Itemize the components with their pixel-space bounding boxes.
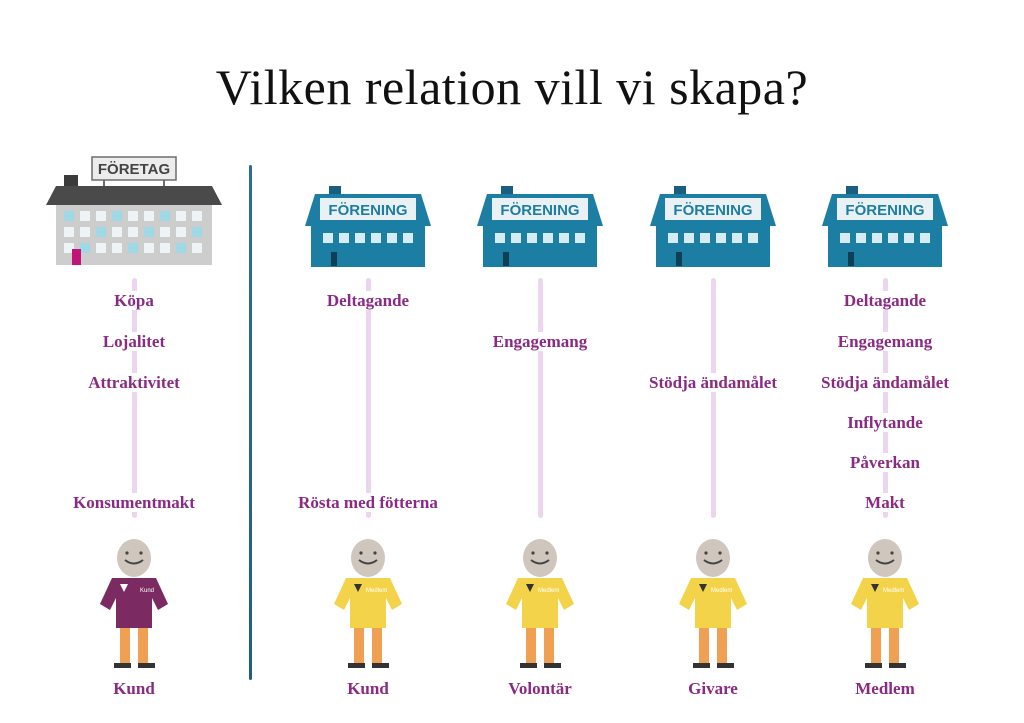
window: [495, 233, 505, 243]
window: [700, 233, 710, 243]
member-person-icon: Medlem: [851, 539, 919, 668]
member-person-icon: Medlem: [334, 539, 402, 668]
relation-label: Stödja ändamålet: [647, 373, 779, 392]
window: [112, 227, 122, 237]
window: [80, 243, 90, 253]
window: [192, 243, 202, 253]
window: [144, 243, 154, 253]
association-building-icon: FÖRENING: [477, 186, 603, 267]
window: [559, 233, 569, 243]
relation-label: Makt: [863, 493, 907, 512]
association-sign: FÖRENING: [673, 202, 752, 219]
company-sign: FÖRETAG: [98, 161, 170, 178]
relation-connector: [366, 278, 371, 518]
relation-connector: [538, 278, 543, 518]
window: [176, 243, 186, 253]
window: [732, 233, 742, 243]
relation-label: Engagemang: [490, 332, 590, 351]
relation-label: Engagemang: [835, 332, 935, 351]
window: [128, 243, 138, 253]
relation-label: Lojalitet: [100, 332, 168, 351]
window: [160, 243, 170, 253]
window: [575, 233, 585, 243]
window: [684, 233, 694, 243]
relation-label: Deltagande: [324, 291, 412, 310]
window: [192, 211, 202, 221]
window: [176, 211, 186, 221]
window: [96, 211, 106, 221]
relation-label: Påverkan: [848, 453, 922, 472]
association-sign: FÖRENING: [328, 202, 407, 219]
role-label: Kund: [113, 679, 155, 698]
relation-label: Rösta med fötterna: [296, 493, 440, 512]
member-person-icon: Medlem: [506, 539, 574, 668]
window: [160, 211, 170, 221]
window: [856, 233, 866, 243]
relation-label: Konsumentmakt: [71, 493, 197, 512]
relation-label: Attraktivitet: [86, 373, 182, 392]
window: [840, 233, 850, 243]
window: [511, 233, 521, 243]
window: [144, 227, 154, 237]
window: [339, 233, 349, 243]
shirt-text: Medlem: [883, 588, 904, 594]
shirt-text: Medlem: [366, 588, 387, 594]
window: [176, 227, 186, 237]
window: [543, 233, 553, 243]
window: [160, 227, 170, 237]
window: [80, 227, 90, 237]
customer-person-icon: Kund: [100, 539, 168, 668]
relation-label: Köpa: [112, 291, 156, 310]
window: [128, 227, 138, 237]
relation-connector: [711, 278, 716, 518]
window: [920, 233, 930, 243]
window: [527, 233, 537, 243]
association-building-icon: FÖRENING: [822, 186, 948, 267]
window: [64, 211, 74, 221]
window: [96, 227, 106, 237]
column-divider: [249, 165, 252, 680]
role-label: Medlem: [855, 679, 915, 698]
window: [888, 233, 898, 243]
window: [144, 211, 154, 221]
association-sign: FÖRENING: [845, 202, 924, 219]
window: [904, 233, 914, 243]
window: [128, 211, 138, 221]
window: [748, 233, 758, 243]
window: [716, 233, 726, 243]
shirt-text: Medlem: [711, 588, 732, 594]
shirt-text: Medlem: [538, 588, 559, 594]
relation-label: Deltagande: [841, 291, 929, 310]
shirt-text: Kund: [140, 588, 154, 594]
window: [112, 243, 122, 253]
window: [64, 243, 74, 253]
company-building-icon: FÖRETAG: [46, 156, 222, 265]
relation-label: Inflytande: [845, 413, 925, 432]
window: [371, 233, 381, 243]
window: [112, 211, 122, 221]
association-building-icon: FÖRENING: [305, 186, 431, 267]
role-label: Kund: [347, 679, 389, 698]
page-title: Vilken relation vill vi skapa?: [215, 59, 809, 115]
association-building-icon: FÖRENING: [650, 186, 776, 267]
relation-label: Stödja ändamålet: [819, 373, 951, 392]
window: [403, 233, 413, 243]
window: [192, 227, 202, 237]
window: [96, 243, 106, 253]
window: [323, 233, 333, 243]
relation-connector: [132, 278, 137, 518]
relation-connector: [883, 278, 888, 518]
window: [872, 233, 882, 243]
window: [668, 233, 678, 243]
role-label: Volontär: [508, 679, 572, 698]
window: [80, 211, 90, 221]
role-label: Givare: [688, 679, 738, 698]
window: [355, 233, 365, 243]
window: [64, 227, 74, 237]
member-person-icon: Medlem: [679, 539, 747, 668]
association-sign: FÖRENING: [500, 202, 579, 219]
window: [387, 233, 397, 243]
